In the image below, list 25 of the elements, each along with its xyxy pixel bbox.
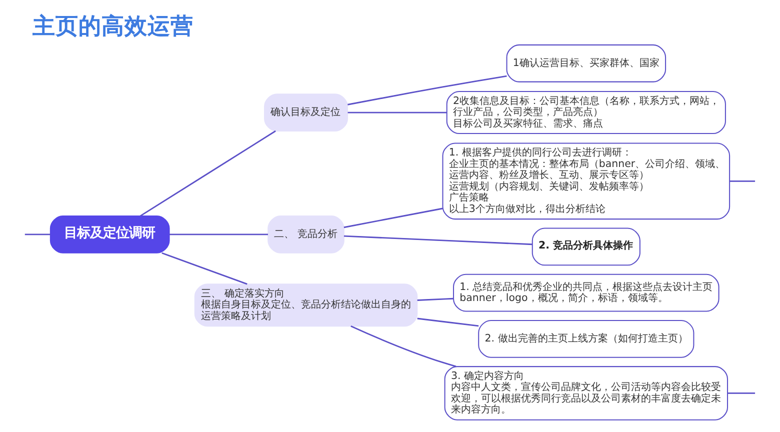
node-box: 2收集信息及目标：公司基本信息（名称，联系方式，网站，行业产品，公司类型，产品亮点） 目标公司及买家特征、需求、痛点	[446, 91, 726, 134]
node-box: 3. 确定内容方向 内容中人文类，宣传公司品牌文化，公司活动等内容会比较受欢迎，可以根据优秀同行竞品以及公司素材的丰富度去确定未来内容方向。	[444, 366, 728, 420]
connector	[728, 392, 756, 394]
node-box: 2. 竞品分析具体操作	[532, 228, 640, 266]
node-box: 二、 竞品分析	[268, 215, 344, 254]
connector	[348, 75, 507, 106]
node-box: 确认目标及定位	[264, 94, 348, 132]
node-box: 2. 做出完善的主页上线方案（如何打造主页）	[478, 320, 694, 358]
node-box: 1. 总结竞品和优秀企业的共同点，根据这些点去设计主页banner，logo，概况，简介，标语，领域等。	[453, 274, 720, 312]
node-box: 目标及定位调研	[50, 215, 170, 254]
connector	[344, 208, 443, 228]
connector	[348, 112, 447, 114]
node-box: 三、 确定落实方向 根据自身目标及定位、竞品分析结论做出自身的运营策略及计划	[194, 284, 418, 327]
connector	[162, 252, 248, 285]
connector	[417, 318, 479, 327]
connector	[24, 234, 50, 236]
connector	[344, 235, 532, 246]
node-box: 1. 根据客户提供的同行公司去进行调研： 企业主页的基本情况：整体布局（banner、公司介绍、领域、运营内容、粉丝及增长、互动、展示专区等） 运营规划（内容规划、关键词、发帖频率等） 广告策略 以上3个方向做对比，得出分析结论	[442, 142, 730, 220]
connector	[417, 298, 454, 301]
node-box: 1确认运营目标、买家群体、国家	[506, 44, 666, 82]
connector	[730, 180, 756, 182]
connector	[140, 130, 276, 217]
connector	[169, 234, 268, 236]
connector	[350, 325, 456, 368]
diagram-title: 主页的高效运营	[32, 13, 194, 40]
